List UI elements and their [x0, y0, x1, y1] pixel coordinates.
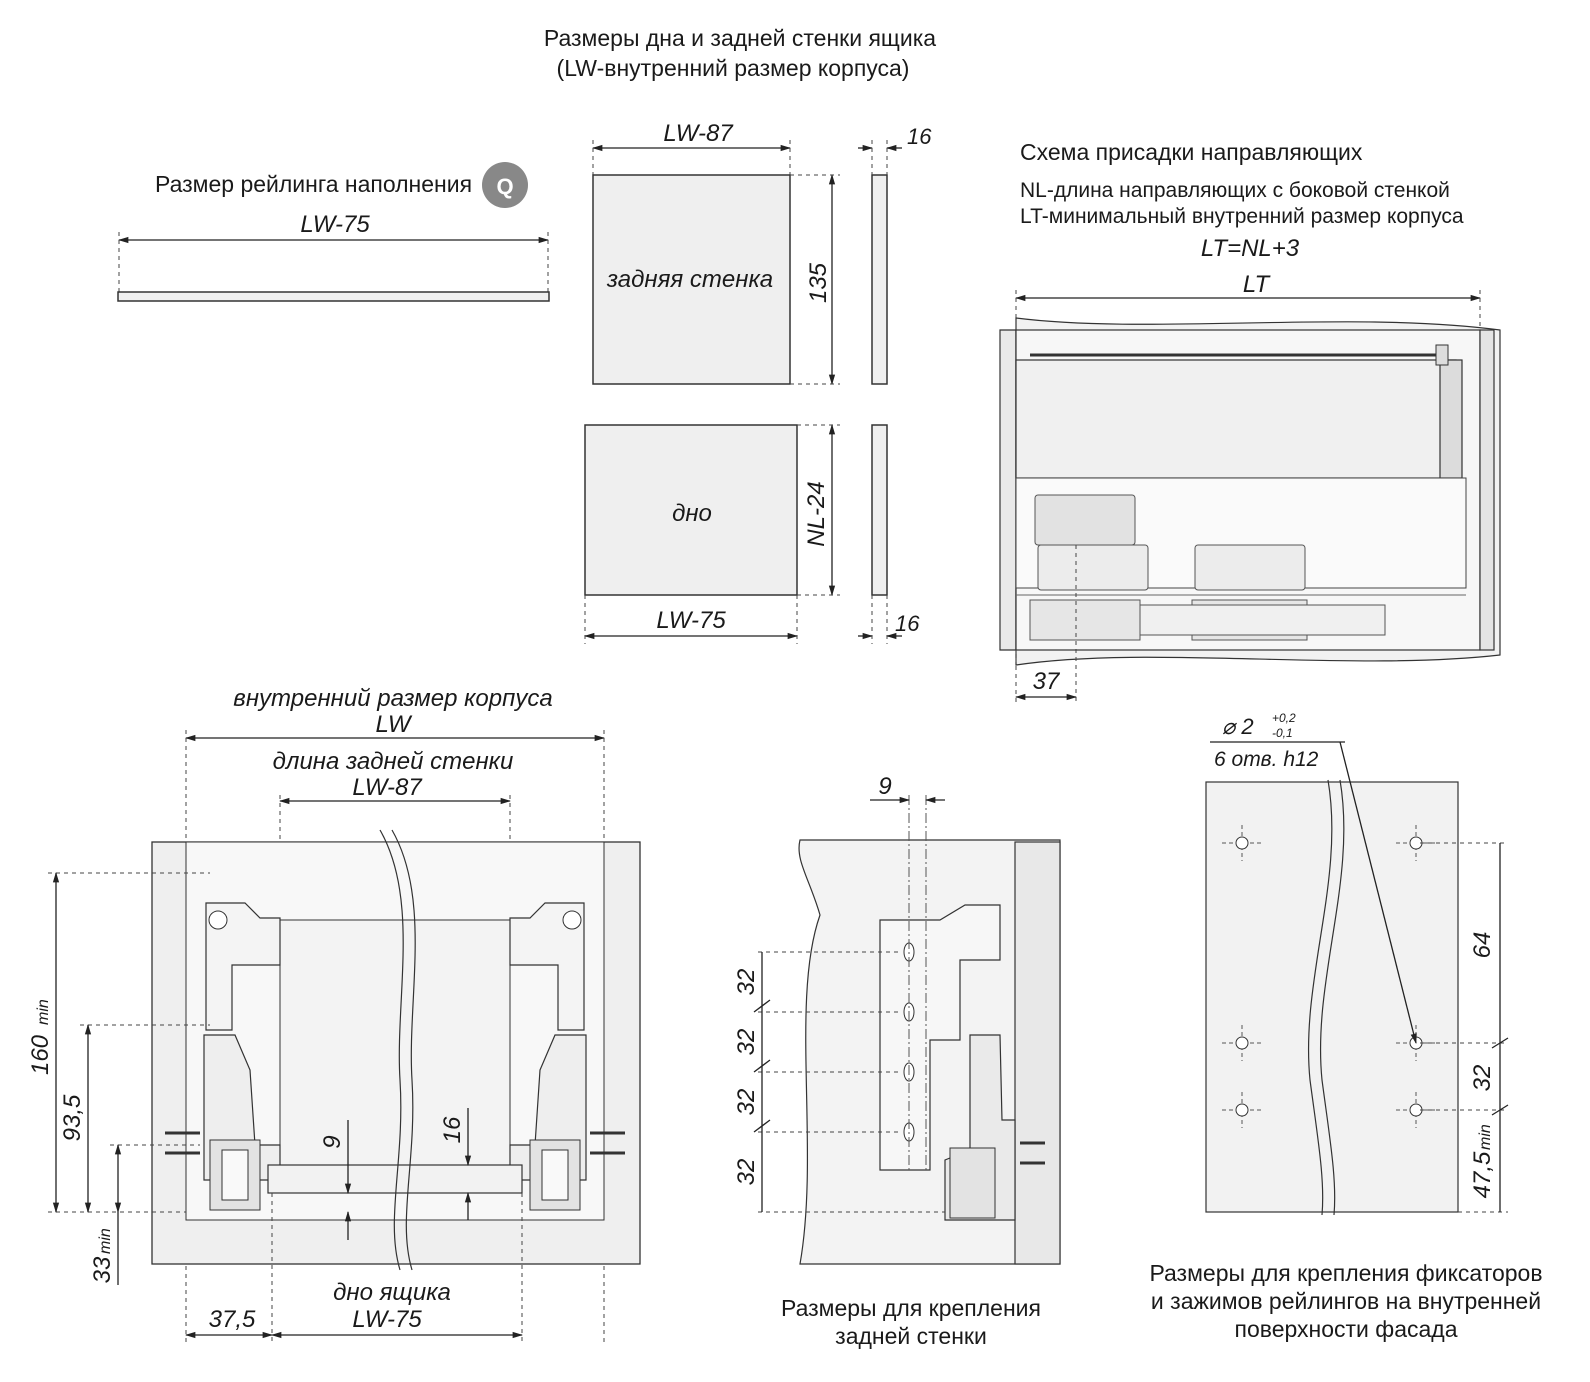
back-mount-spacing-2: 32 — [733, 1029, 760, 1056]
facade-dim-64: 64 — [1469, 932, 1496, 959]
front-bottom-value: LW-75 — [352, 1306, 422, 1333]
bottom-panel — [584, 424, 798, 596]
facade-view: ⌀ 2 +0,2 -0,1 6 отв. h12 64 32 47,5 min … — [1149, 711, 1542, 1342]
facade-dim-47: 47,5 — [1469, 1151, 1496, 1198]
back-wall-thickness: 16 — [907, 124, 932, 149]
back-mount-spacing-1: 32 — [733, 969, 760, 996]
guide-scheme: Схема присадки направляющих NL-длина нап… — [999, 139, 1501, 703]
front-dim-16: 16 — [439, 1116, 466, 1143]
facade-tol-minus: -0,1 — [1272, 726, 1293, 740]
facade-caption-3: поверхности фасада — [1234, 1316, 1457, 1342]
back-wall-panel — [592, 174, 791, 385]
back-wall-height: 135 — [805, 262, 832, 303]
back-mount-dim-9: 9 — [878, 773, 891, 800]
back-mount-caption-2: задней стенки — [835, 1323, 987, 1349]
inner-size-label: внутренний размер корпуса — [233, 685, 552, 712]
back-mount-spacing-4: 32 — [733, 1159, 760, 1186]
guide-lt-line: LT-минимальный внутренний размер корпуса — [1020, 205, 1464, 228]
front-height-33-suffix: min — [97, 1228, 114, 1254]
bottom-side — [871, 424, 888, 596]
guide-title: Схема присадки направляющих — [1020, 139, 1363, 165]
guide-lt-label: LT — [1243, 271, 1272, 298]
back-wall-label: задняя стенка — [606, 266, 773, 293]
back-wall-side — [871, 174, 888, 385]
back-mount-caption-1: Размеры для крепления — [781, 1295, 1041, 1321]
front-offset-37: 37,5 — [209, 1306, 256, 1333]
back-mount-spacing-3: 32 — [733, 1089, 760, 1116]
inner-size-value: LW — [375, 711, 412, 738]
title-line1: Размеры дна и задней стенки ящика — [544, 25, 936, 51]
facade-hole-spec: 6 отв. h12 — [1214, 748, 1319, 771]
guide-offset: 37 — [1033, 668, 1061, 695]
back-wall-width: LW-87 — [663, 120, 734, 147]
front-height-total-suffix: min — [35, 999, 52, 1025]
bottom-depth: NL-24 — [803, 481, 830, 546]
title-line2: (LW-внутренний размер корпуса) — [557, 55, 910, 81]
bottom-width: LW-75 — [656, 607, 726, 634]
back-wall-drawing: LW-87 задняя стенка 135 16 — [591, 120, 932, 386]
facade-caption-2: и зажимов рейлингов на внутренней — [1151, 1288, 1541, 1314]
rail-caption: Размер рейлинга наполнения — [155, 171, 472, 197]
back-length-value: LW-87 — [352, 774, 423, 801]
bottom-drawing: дно NL-24 LW-75 16 — [583, 423, 920, 644]
front-view: внутренний размер корпуса LW длина задне… — [27, 685, 641, 1345]
back-mount-view: 9 32 32 32 32 Размеры для крепления задн… — [733, 773, 1061, 1349]
front-bottom-label: дно ящика — [333, 1279, 451, 1306]
back-length-label: длина задней стенки — [273, 748, 514, 775]
facade-dim-47-suffix: min — [1477, 1124, 1494, 1150]
facade-caption-1: Размеры для крепления фиксаторов — [1149, 1260, 1542, 1286]
facade-hole-diameter: ⌀ 2 — [1222, 714, 1254, 739]
guide-nl-line: NL-длина направляющих с боковой стенкой — [1020, 179, 1450, 202]
facade-dim-32: 32 — [1469, 1065, 1496, 1092]
guide-formula: LT=NL+3 — [1201, 235, 1300, 262]
rail-badge-letter: Q — [496, 174, 513, 199]
front-dim-9: 9 — [319, 1135, 346, 1148]
front-height-33: 33 — [89, 1256, 116, 1283]
rail-drawing: Размер рейлинга наполнения Q LW-75 — [117, 162, 550, 302]
bottom-label: дно — [672, 500, 712, 527]
rail-bar — [117, 291, 550, 302]
front-height-93: 93,5 — [59, 1094, 86, 1141]
front-height-total: 160 — [27, 1034, 54, 1075]
rail-badge — [482, 162, 528, 208]
bottom-thickness: 16 — [895, 611, 920, 636]
facade-tol-plus: +0,2 — [1272, 711, 1296, 725]
rail-length: LW-75 — [300, 211, 370, 238]
